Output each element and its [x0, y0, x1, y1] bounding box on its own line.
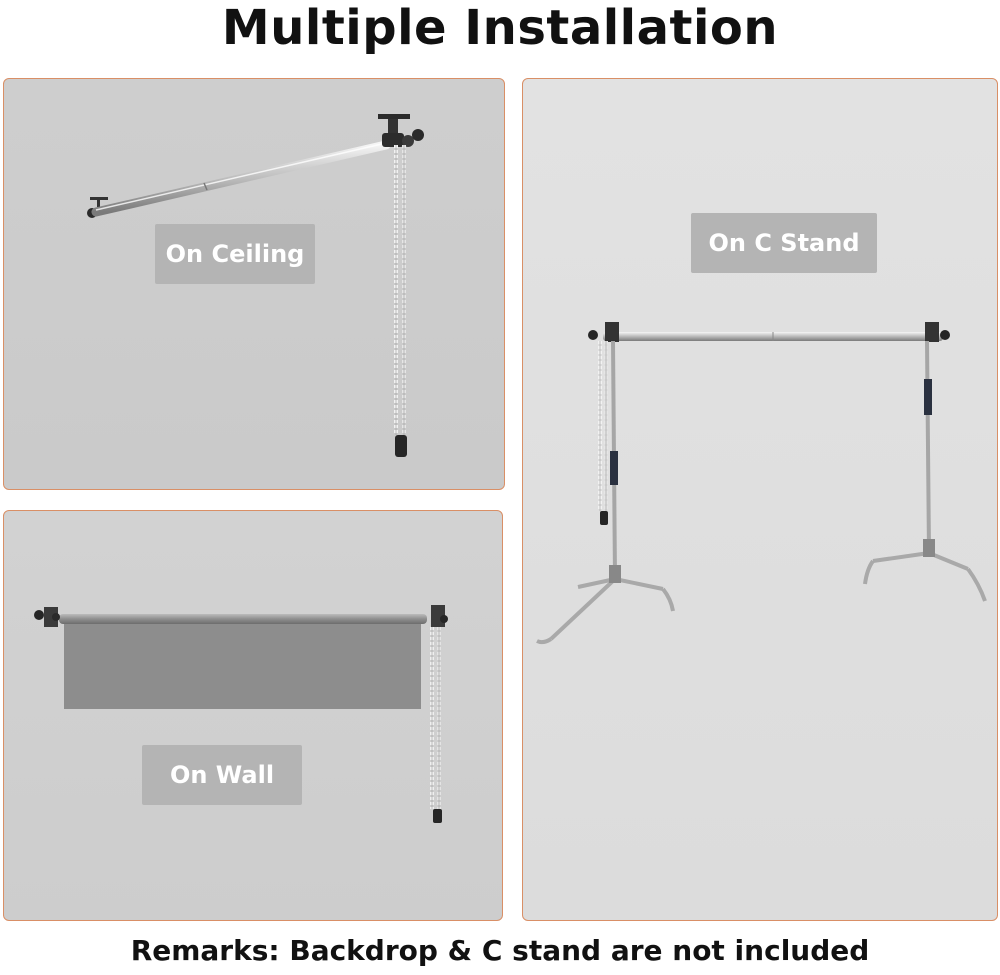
- c-stand-illustration: [536, 322, 987, 645]
- remarks-note: Remarks: Backdrop & C stand are not incl…: [130, 934, 870, 967]
- on-wall-label: On Wall: [142, 745, 302, 805]
- on-ceiling-label: On Ceiling: [155, 224, 315, 284]
- on-c-stand-label: On C Stand: [691, 213, 877, 273]
- ceiling-mount-illustration: [87, 114, 424, 457]
- wall-installation-panel: On Wall: [3, 510, 503, 921]
- wall-mount-illustration: [34, 605, 448, 823]
- c-stand-installation-panel: On C Stand: [522, 78, 998, 921]
- page-title: Multiple Installation: [221, 0, 779, 56]
- ceiling-installation-panel: On Ceiling: [3, 78, 505, 490]
